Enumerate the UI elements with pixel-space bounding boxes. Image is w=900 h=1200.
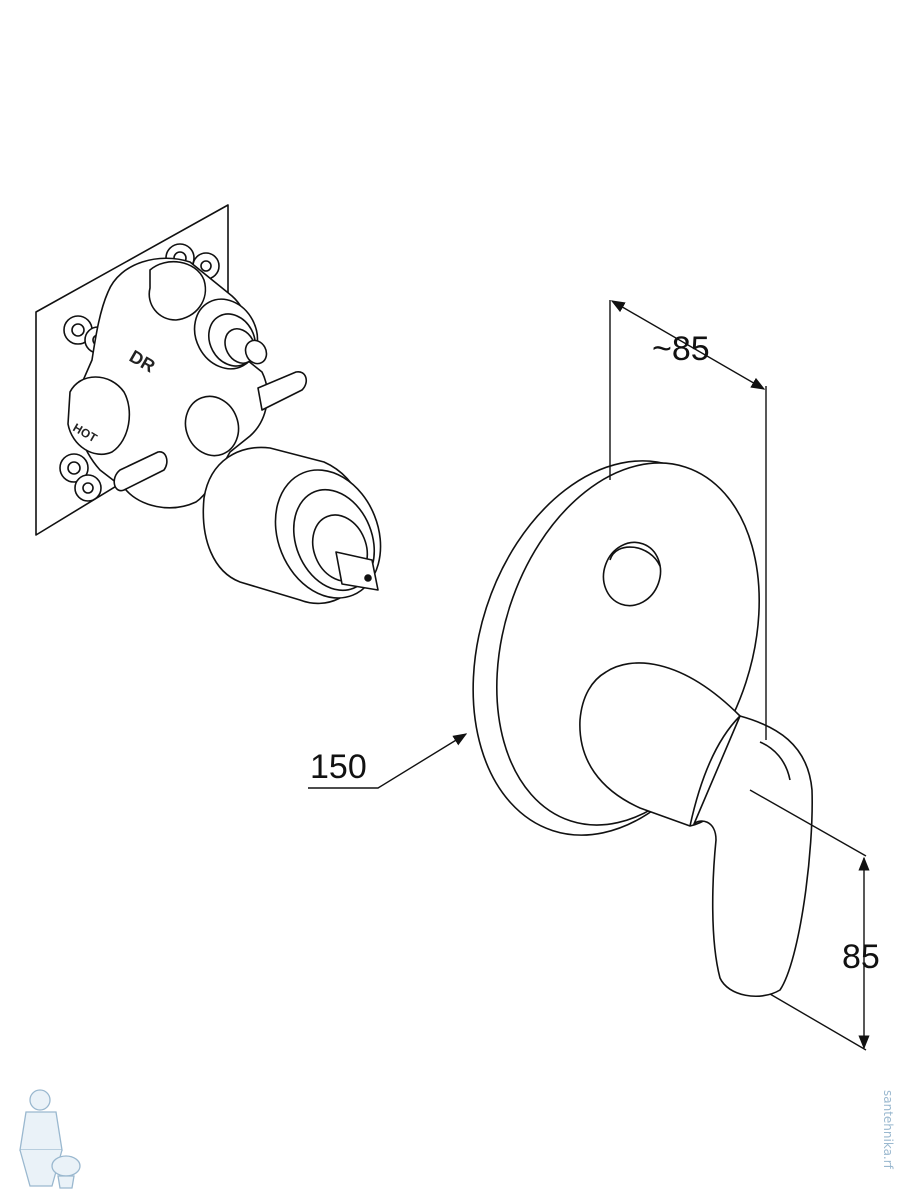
top-outlet xyxy=(193,298,268,370)
dimension-lines xyxy=(308,300,870,1051)
cartridge xyxy=(202,446,382,605)
trim-assembly xyxy=(472,460,813,998)
depth-dimension-value: ~85 xyxy=(652,330,710,368)
handle-lever xyxy=(693,715,813,998)
watermark-text: santehnika.rf xyxy=(881,1090,895,1170)
diameter-leader xyxy=(308,733,468,789)
diameter-dimension-value: 150 xyxy=(310,748,367,786)
concealed-valve-body xyxy=(35,204,382,605)
height-dimension-value: 85 xyxy=(842,938,880,976)
plumber-mascot-logo xyxy=(19,1089,81,1189)
depth-dimension-line xyxy=(610,300,766,390)
diverter-button xyxy=(602,541,662,607)
